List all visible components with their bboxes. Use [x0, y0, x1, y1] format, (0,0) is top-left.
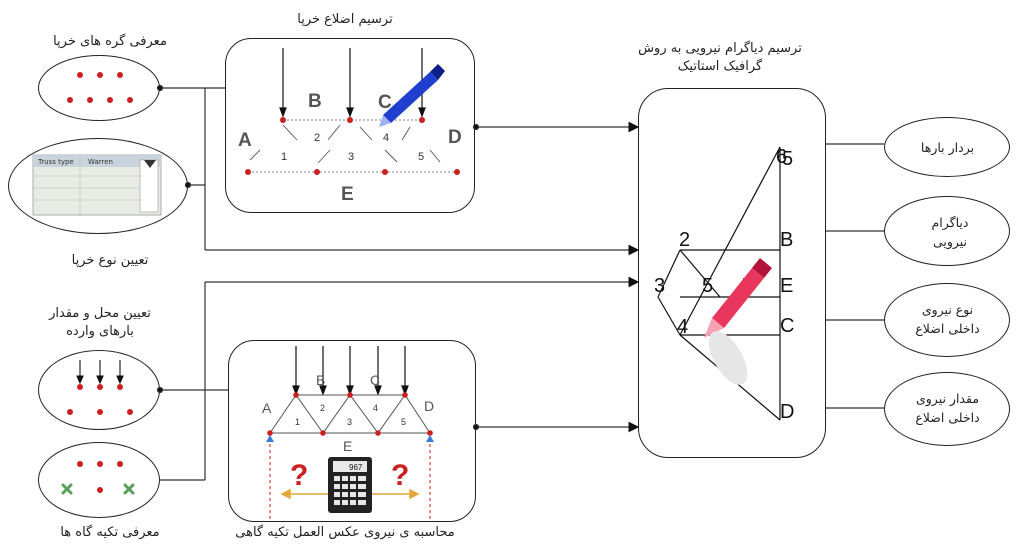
nodes-ellipse[interactable]: [38, 55, 160, 121]
output-force-diagram[interactable]: [884, 196, 1010, 266]
truss-type-window: Truss type Warren: [32, 154, 162, 216]
output-force-type[interactable]: [884, 283, 1010, 357]
draw-members-label: ترسیم اضلاع خرپا: [297, 12, 393, 27]
bottom-truss: A B C D E 1 2 3 4 5 ? ? 967: [262, 346, 434, 520]
force-polygon: 6 5 B E C D 2 3 5 7 4: [654, 146, 794, 423]
truss-type-label: تعیین نوع خرپا: [71, 253, 149, 268]
force-pt-E: E: [780, 275, 793, 297]
loads-label: تعیین محل و مقدار بارهای وارده: [49, 306, 151, 339]
top-truss: A B C D E 1 2 3 4 5: [238, 48, 462, 205]
top-member-4: 4: [383, 132, 389, 144]
top-region-B: B: [308, 91, 322, 112]
window-col2-text: Warren: [88, 158, 113, 166]
bottom-member-3: 3: [347, 417, 352, 427]
force-pt-5: 5: [702, 275, 713, 297]
output-load-vectors[interactable]: [884, 117, 1010, 177]
calculator-icon: 967: [328, 457, 372, 513]
red-pen-icon: [704, 258, 772, 385]
supports-glyph: [61, 461, 135, 495]
force-diagram-box[interactable]: [638, 88, 826, 458]
unknown-left: ?: [290, 459, 308, 492]
bottom-region-B: B: [316, 372, 325, 388]
bottom-region-A: A: [262, 400, 272, 416]
output-label-2: دیاگرام نیرویی: [931, 215, 969, 249]
top-member-5: 5: [418, 151, 424, 163]
force-pt-4: 4: [677, 316, 688, 338]
force-pt-B: B: [780, 229, 793, 251]
force-pt-2: 2: [679, 229, 690, 251]
output-label-3: نوع نیروی داخلی اضلاع: [915, 302, 980, 336]
force-pt-3: 3: [654, 275, 665, 297]
force-pt-C: C: [780, 315, 794, 337]
top-region-E: E: [341, 184, 354, 205]
top-member-2: 2: [314, 132, 320, 144]
reactions-label: محاسبه ی نیروی عکس العمل تکیه گاهی: [235, 525, 455, 540]
top-member-3: 3: [348, 151, 354, 163]
intro-nodes-label: معرفی گره های خرپا: [53, 34, 167, 49]
top-region-A: A: [238, 130, 252, 151]
bottom-region-D: D: [424, 398, 434, 414]
loads-glyph: [67, 360, 133, 415]
bottom-region-C: C: [370, 372, 380, 388]
supports-label: معرفی تکیه گاه ها: [60, 525, 160, 540]
calculator-display: 967: [349, 463, 363, 472]
bottom-member-1: 1: [295, 417, 300, 427]
graphic-statics-label: ترسیم دیاگرام نیرویی به روش گرافیک استات…: [638, 41, 802, 74]
force-pt-D: D: [780, 401, 794, 423]
bottom-member-5: 5: [401, 417, 406, 427]
force-pt-5-top: 5: [782, 148, 793, 170]
bottom-member-4: 4: [373, 403, 378, 413]
output-label-1: بردار بارها: [920, 140, 975, 155]
output-force-magnitude[interactable]: [884, 372, 1010, 446]
output-label-4: مقدار نیروی داخلی اضلاع: [915, 391, 980, 425]
connectors: [156, 84, 884, 481]
top-region-C: C: [378, 92, 392, 113]
blue-pen-icon: [379, 64, 445, 127]
supports-ellipse[interactable]: [38, 442, 160, 518]
top-region-D: D: [448, 127, 462, 148]
window-col1-text: Truss type: [37, 158, 74, 166]
bottom-region-E: E: [343, 438, 352, 454]
bottom-member-2: 2: [320, 403, 325, 413]
node-dots: [67, 72, 133, 103]
top-member-1: 1: [281, 151, 287, 163]
force-pt-6: 6: [776, 146, 787, 168]
loads-ellipse[interactable]: [38, 350, 160, 430]
unknown-right: ?: [391, 459, 409, 492]
